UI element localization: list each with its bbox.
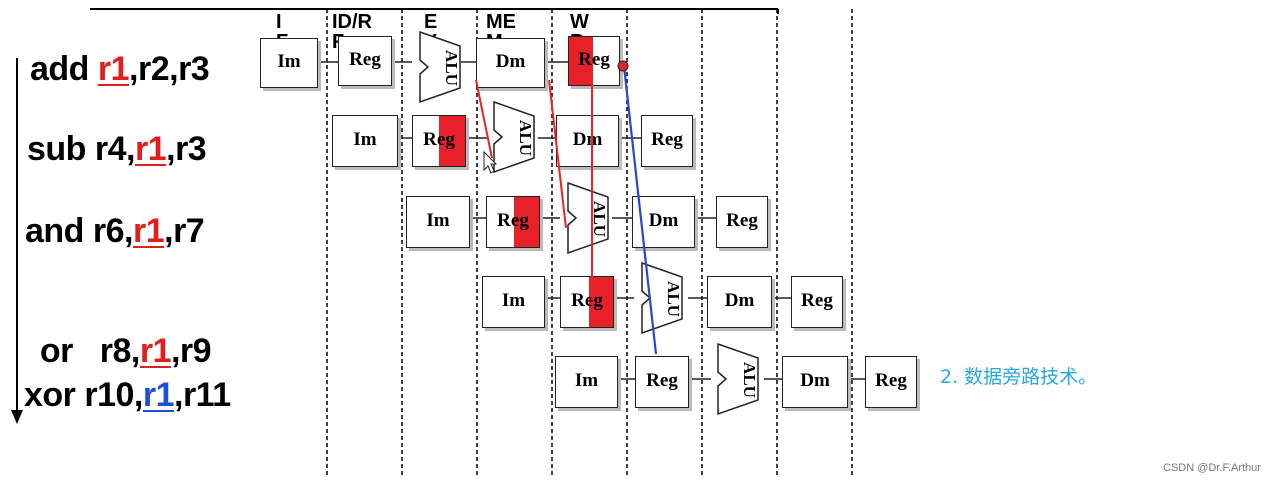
- reg-box: Reg: [635, 356, 689, 408]
- im-box: Im: [260, 38, 318, 88]
- im-box: Im: [332, 115, 398, 167]
- reg-box: Reg: [486, 196, 540, 248]
- im-box: Im: [482, 276, 545, 328]
- alu-label: ALU: [516, 120, 535, 156]
- watermark-text: CSDN @Dr.F.Arthur: [1163, 462, 1261, 474]
- alu-label: ALU: [442, 50, 461, 86]
- dm-box: Dm: [476, 38, 545, 88]
- reg-r1: r1: [142, 376, 175, 414]
- reg-box: Reg: [716, 196, 768, 248]
- alu-label: ALU: [664, 281, 683, 317]
- alu-label: ALU: [590, 201, 609, 237]
- reg-r1: r1: [139, 332, 172, 370]
- instruction-or: or r8,r1,r9: [39, 332, 212, 370]
- time-arrow: [11, 58, 23, 424]
- instruction-and: and r6,r1,r7: [25, 212, 205, 250]
- alu-label: ALU: [740, 362, 759, 398]
- reg-box: Reg: [865, 356, 917, 408]
- instruction-sub: sub r4,r1,r3: [27, 130, 207, 168]
- im-box: Im: [555, 356, 618, 408]
- reg-box-writeback: Reg: [568, 36, 620, 86]
- reg-r1: r1: [132, 212, 165, 250]
- caption-text: 2. 数据旁路技术。: [940, 366, 1098, 388]
- reg-r1: r1: [134, 130, 167, 168]
- reg-box: Reg: [338, 36, 392, 86]
- reg-box: Reg: [560, 276, 614, 328]
- dm-box: Dm: [707, 276, 772, 328]
- instruction-add: add r1,r2,r3: [30, 50, 210, 88]
- reg-box: Reg: [412, 115, 466, 167]
- reg-box: Reg: [791, 276, 843, 328]
- instruction-xor: xor r10,r1,r11: [24, 376, 231, 414]
- dm-box: Dm: [782, 356, 848, 408]
- reg-box: Reg: [641, 115, 693, 167]
- dm-box: Dm: [556, 115, 619, 167]
- reg-r1: r1: [97, 50, 130, 88]
- im-box: Im: [406, 196, 470, 248]
